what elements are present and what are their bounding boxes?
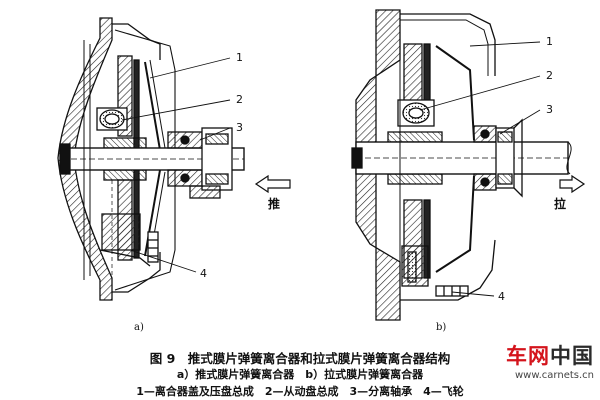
push-direction-label: 推 xyxy=(268,196,280,211)
push-callout-2: 2 xyxy=(236,93,243,106)
pull-type-clutch-drawing xyxy=(351,9,572,321)
watermark-logo-prefix: 车网 xyxy=(506,344,550,368)
pull-callout-4: 4 xyxy=(498,290,505,303)
push-callout-3: 3 xyxy=(236,121,243,134)
figure-caption-parts-legend: 1—离合器盖及压盘总成 2—从动盘总成 3—分离轴承 4—飞轮 xyxy=(136,385,464,398)
watermark-logo: 车网中国 xyxy=(506,340,594,370)
pull-diagram-sublabel: b) xyxy=(436,322,446,333)
push-type-callout-leaders xyxy=(121,57,231,273)
site-watermark: 车网中国 www.carnets.cn xyxy=(506,340,594,381)
pull-callout-3: 3 xyxy=(546,103,553,116)
pull-type-callout-leaders xyxy=(419,41,541,297)
pull-callout-1: 1 xyxy=(546,35,553,48)
push-diagram-sublabel: a) xyxy=(134,322,144,333)
push-direction-arrow xyxy=(254,174,291,194)
pull-direction-label: 拉 xyxy=(554,196,566,211)
push-callout-4: 4 xyxy=(200,267,207,280)
figure-caption-title: 图 9 推式膜片弹簧离合器和拉式膜片弹簧离合器结构 xyxy=(149,351,451,366)
figure-caption-subtitle: a）推式膜片弹簧离合器 b）拉式膜片弹簧离合器 xyxy=(176,368,424,381)
pull-direction-arrow xyxy=(559,174,586,194)
watermark-logo-suffix: 中国 xyxy=(550,344,594,368)
watermark-url: www.carnets.cn xyxy=(515,370,594,381)
push-type-clutch-drawing xyxy=(57,17,245,301)
push-callout-1: 1 xyxy=(236,51,243,64)
pull-callout-2: 2 xyxy=(546,69,553,82)
